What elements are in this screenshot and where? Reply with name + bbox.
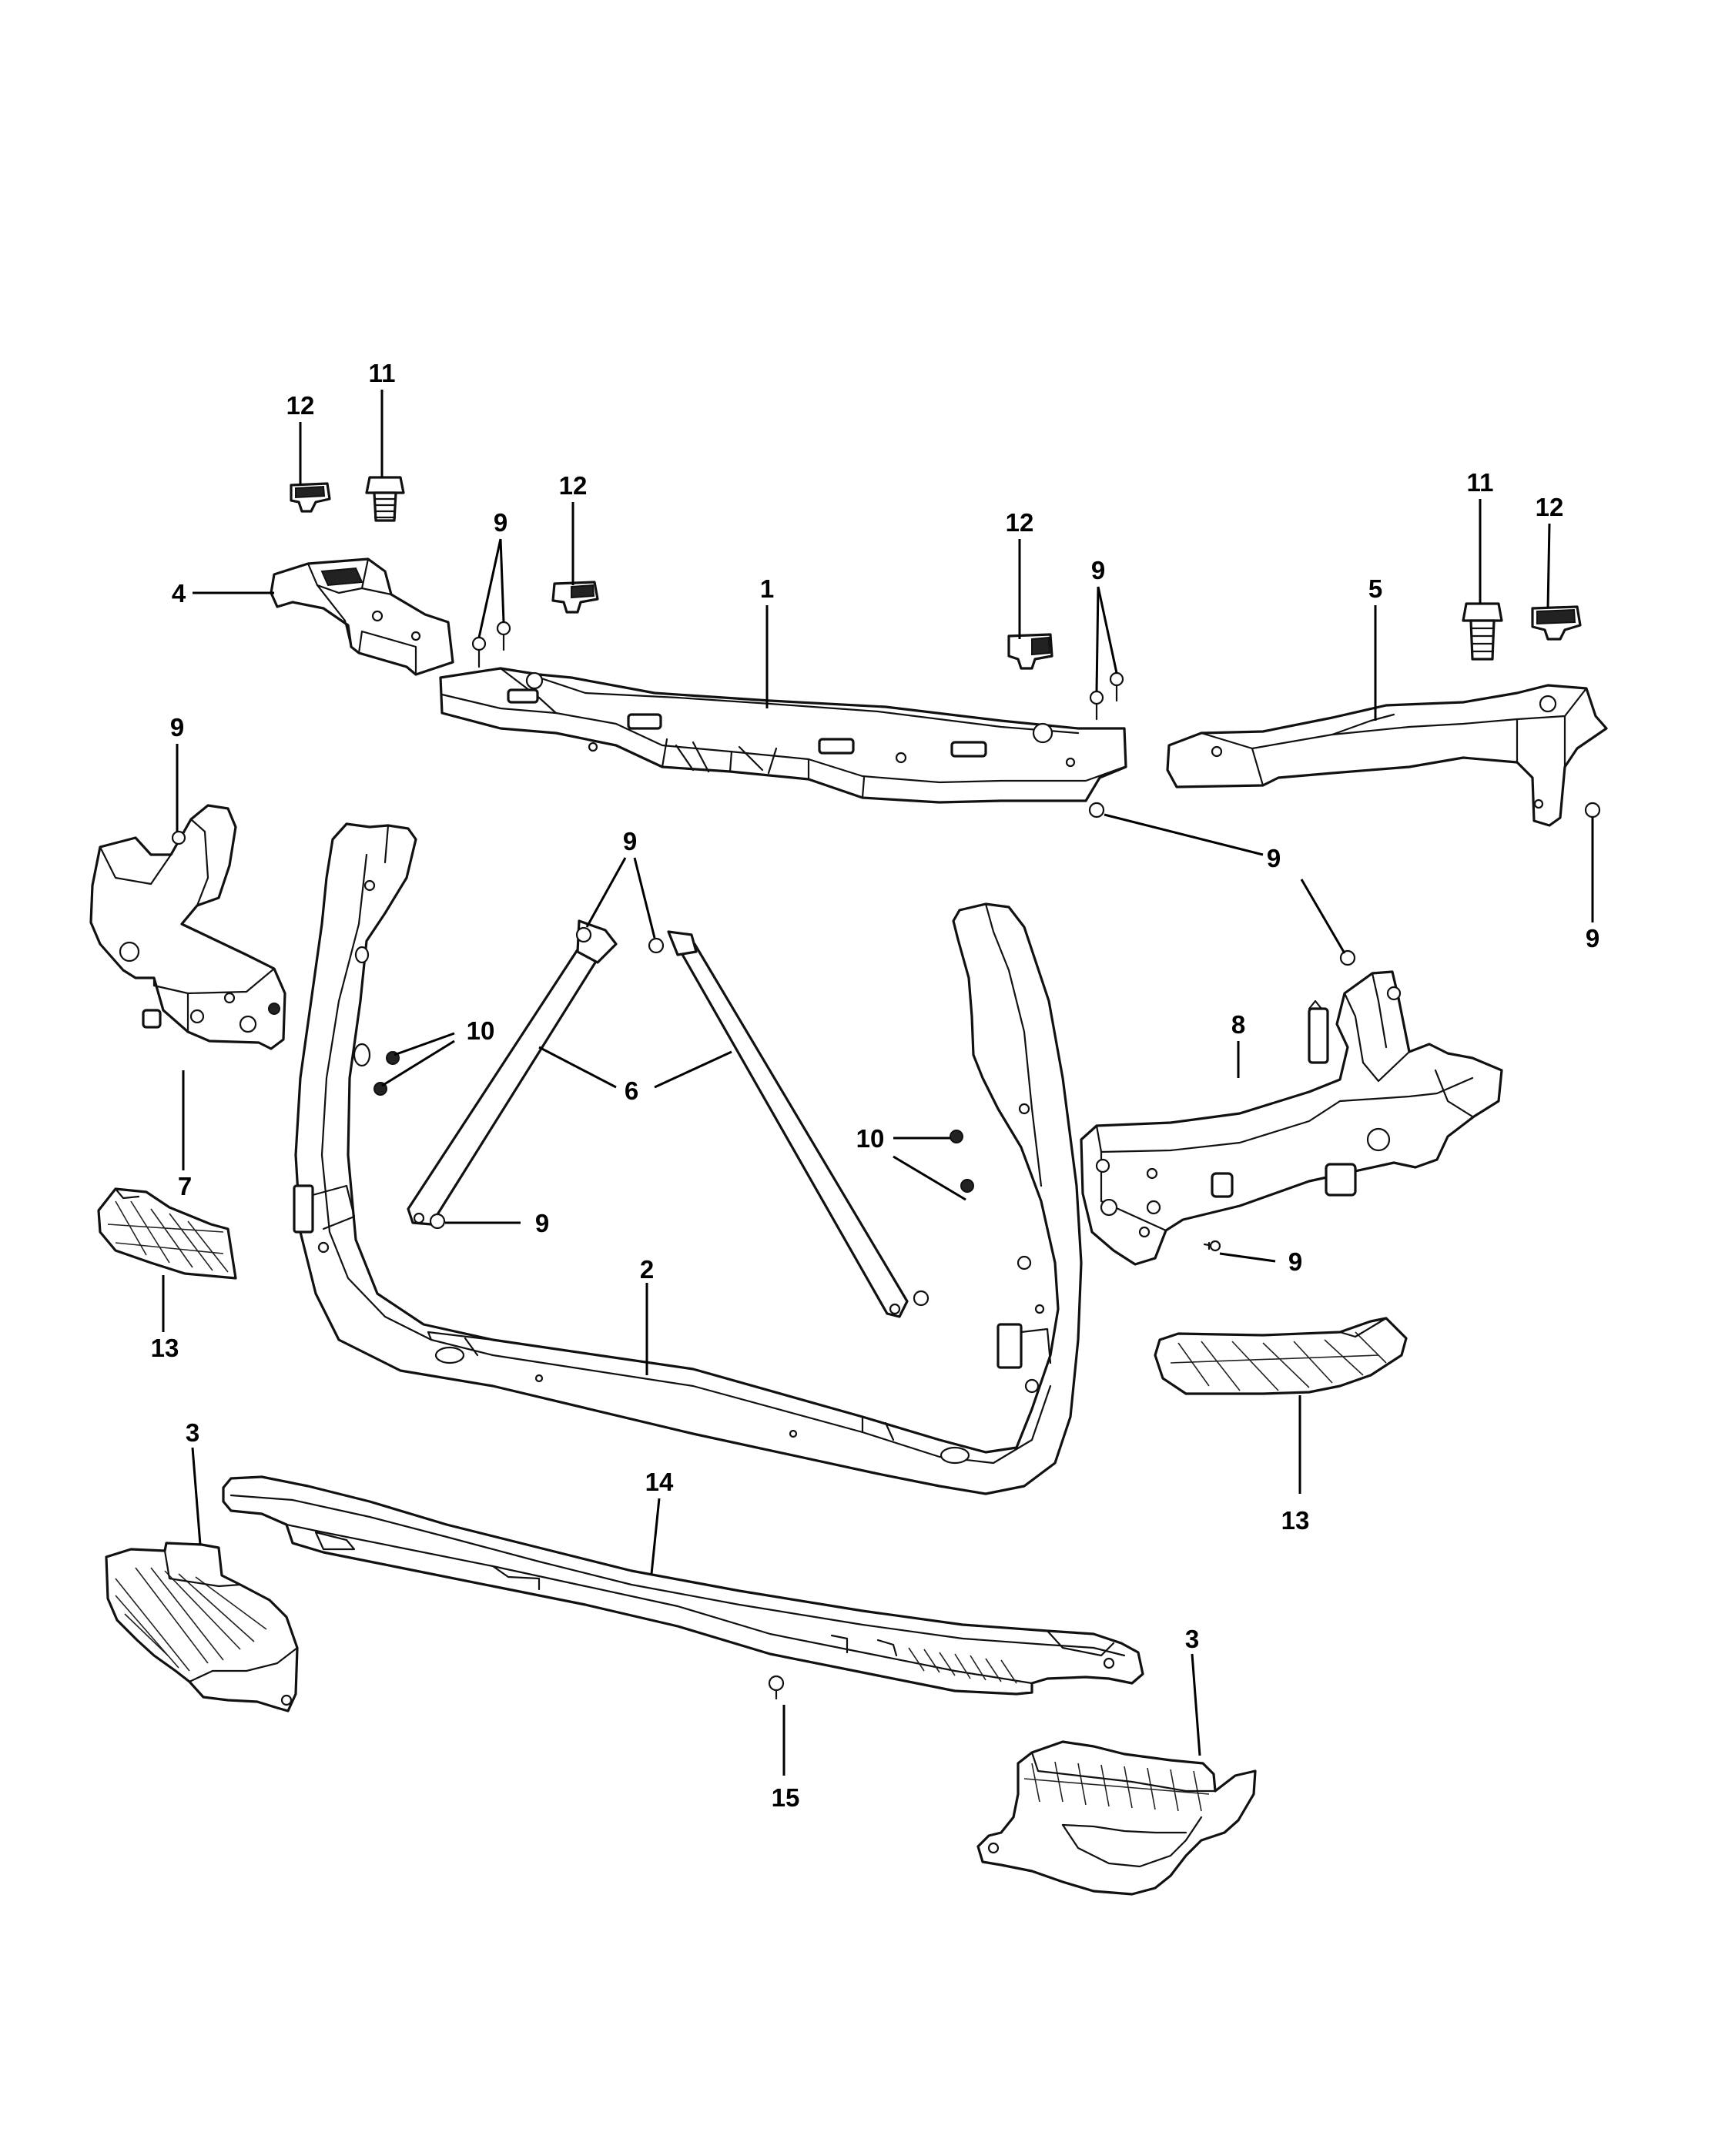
callout-1: 1 [760,574,774,603]
callout-5: 5 [1368,574,1382,603]
callout-11-top-right: 11 [1467,468,1494,497]
callout-3-right: 3 [1185,1625,1199,1653]
clip-nut-12-top-left [290,482,331,513]
callout-9-lower-left: 9 [535,1209,549,1237]
callout-15: 15 [772,1783,800,1812]
tie-bar-6-left [407,919,618,1226]
air-guide-13-right [1154,1317,1408,1395]
callout-8: 8 [1231,1010,1245,1039]
clip-nut-12-right-center [1007,633,1053,670]
bracket-4-left-upper [270,557,454,676]
screw-9-left-bracket [171,830,186,845]
bracket-8-right-lower [1080,970,1503,1266]
callout-7: 7 [178,1172,192,1200]
shield-3-right [976,1740,1257,1896]
upper-crossmember-1 [439,667,1127,804]
callout-9-left-bracket: 9 [170,713,184,742]
callout-9-upper-right: 9 [1091,556,1105,584]
callout-10-right: 10 [856,1124,885,1153]
bolt-11-top-left [365,476,405,522]
bracket-7-left-lower [89,804,286,1050]
callout-11-top-left: 11 [369,359,396,387]
bracket-5-right-upper [1166,684,1608,827]
bumper-beam-14 [222,1475,1144,1696]
callout-13-left: 13 [151,1334,179,1362]
clip-nut-12-center [551,581,599,614]
nuts-10 [373,1051,974,1193]
callout-12-center: 12 [559,471,588,500]
leader-lines [162,390,1594,1776]
clip-nut-12-top-right [1531,605,1582,641]
callout-9-tie-bars: 9 [623,827,637,855]
radiator-support-frame-2 [293,822,1083,1495]
callout-12-top-left: 12 [286,391,315,420]
screws-9-near-crossmember-right [1089,671,1124,721]
callout-14: 14 [645,1468,674,1496]
air-guide-13-left [97,1187,237,1280]
callout-10-left: 10 [467,1016,495,1045]
callout-12-top-right: 12 [1536,493,1564,521]
callout-9-far-right: 9 [1586,924,1599,952]
callout-labels: 12 11 12 9 4 1 12 9 5 11 12 9 9 9 9 10 8… [151,359,1600,1812]
callout-9-right-pair: 9 [1267,844,1281,872]
screws-9-near-crossmember-left [471,621,511,668]
callout-4: 4 [172,579,186,608]
callout-9-below-bracket-8: 9 [1288,1247,1302,1276]
callout-13-right: 13 [1281,1506,1310,1535]
screws-9-tie-bars [429,926,929,1307]
screw-15 [768,1675,785,1700]
shield-3-left [105,1542,299,1712]
screws-9-right-bracket [1088,802,1601,1252]
callout-9-upper-left: 9 [494,508,507,537]
callout-12-right-center: 12 [1006,508,1034,537]
callout-2: 2 [640,1255,654,1284]
bolt-11-top-right [1462,602,1503,661]
tie-bar-6-right [667,930,909,1318]
callout-6: 6 [625,1076,638,1105]
callout-3-left: 3 [186,1418,199,1447]
